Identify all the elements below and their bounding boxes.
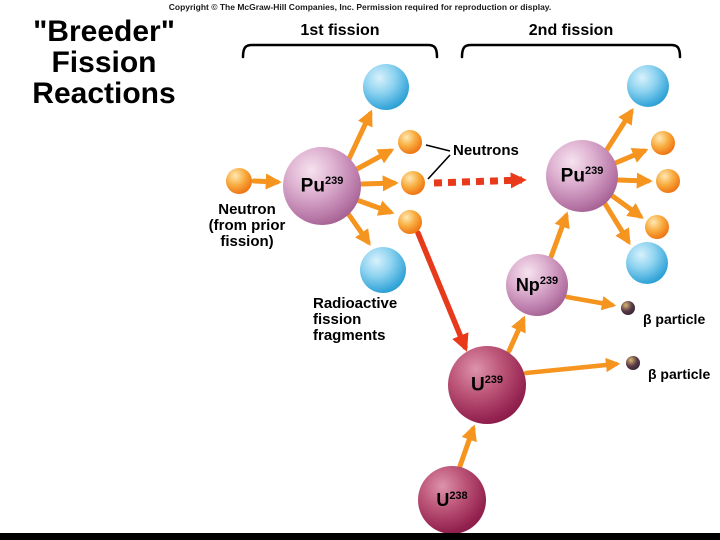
section-label-second-fission: 2nd fission — [528, 22, 614, 39]
sphere-pu239-second: Pu239 — [546, 140, 618, 212]
nuclide-label-u239: U239 — [470, 374, 504, 396]
fragment-sphere-top-left — [363, 64, 409, 110]
bottom-border-bar — [0, 533, 720, 540]
arrow-np239-to-pu239-second — [548, 211, 570, 260]
neutrons-label: Neutrons — [453, 142, 519, 159]
sphere-np239: Np239 — [506, 254, 568, 316]
copyright-text: Copyright © The McGraw-Hill Companies, I… — [168, 2, 552, 12]
neutron-sphere-r3 — [645, 215, 669, 239]
neutron-sphere-source — [226, 168, 252, 194]
arrow-pu239-to-neutron-2 — [359, 175, 399, 192]
neutrons-pointer-lines — [425, 144, 451, 180]
fragment-sphere-bottom-right — [626, 242, 668, 284]
fragment-sphere-bottom-left — [360, 247, 406, 293]
arrow-pu239-second-to-neutron-2 — [615, 172, 653, 189]
nuclide-label-pu239-first: Pu239 — [300, 175, 344, 197]
title-line-3: Reactions — [32, 77, 176, 110]
arrow-pu239-second-to-fragment-bottom — [601, 199, 631, 246]
arrow-pu239-to-neutron-1 — [354, 148, 395, 172]
fragment-sphere-top-right — [627, 65, 669, 107]
arrow-pu239-to-neutron-3 — [354, 197, 395, 216]
bracket-second-fission — [460, 43, 682, 59]
sphere-pu239-first: Pu239 — [283, 147, 361, 225]
beta-sphere-2 — [626, 356, 640, 370]
arrow-np239-to-beta-1 — [564, 294, 617, 311]
arrow-pu239-second-to-neutron-1 — [610, 147, 649, 167]
section-label-first-fission: 1st fission — [300, 22, 380, 39]
fission-fragments-label: Radioactive fission fragments — [313, 295, 398, 344]
bracket-first-fission — [241, 43, 439, 59]
arrow-pu239-second-to-fragment-top — [603, 107, 634, 154]
beta-particle-label-1: β particle — [643, 311, 706, 327]
dashed-arrow-neutron-to-pu239-second — [433, 172, 527, 189]
title-line-1: "Breeder" — [33, 15, 175, 48]
arrow-u238-to-u239 — [457, 424, 477, 469]
arrow-pu239-second-to-neutron-3 — [608, 192, 644, 219]
neutron-sphere-3 — [398, 210, 422, 234]
title-line-2: Fission — [51, 46, 157, 79]
beta-sphere-1 — [621, 301, 635, 315]
neutron-source-label: Neutron (from prior fission) — [208, 201, 286, 250]
neutron-sphere-2 — [401, 171, 425, 195]
neutron-sphere-r2 — [656, 169, 680, 193]
nuclide-label-u238: U238 — [436, 490, 468, 510]
neutron-sphere-1 — [398, 130, 422, 154]
nuclide-label-np239: Np239 — [515, 275, 559, 295]
sphere-u238: U238 — [418, 466, 486, 534]
page-title: "Breeder" Fission Reactions — [0, 16, 208, 109]
sphere-u239: U239 — [448, 346, 526, 424]
arrow-pu239-to-fragment-bottom — [344, 209, 371, 246]
arrow-u239-to-beta-2 — [523, 357, 621, 376]
neutron-sphere-r1 — [651, 131, 675, 155]
breeding-chain-arrows — [415, 211, 621, 469]
beta-particle-label-2: β particle — [648, 366, 711, 382]
nuclide-label-pu239-second: Pu239 — [560, 165, 604, 187]
arrow-pu239-to-fragment-top — [345, 109, 373, 164]
arrow-neutron-to-pu239-first — [251, 173, 282, 190]
arrow-u239-to-np239 — [506, 315, 526, 354]
